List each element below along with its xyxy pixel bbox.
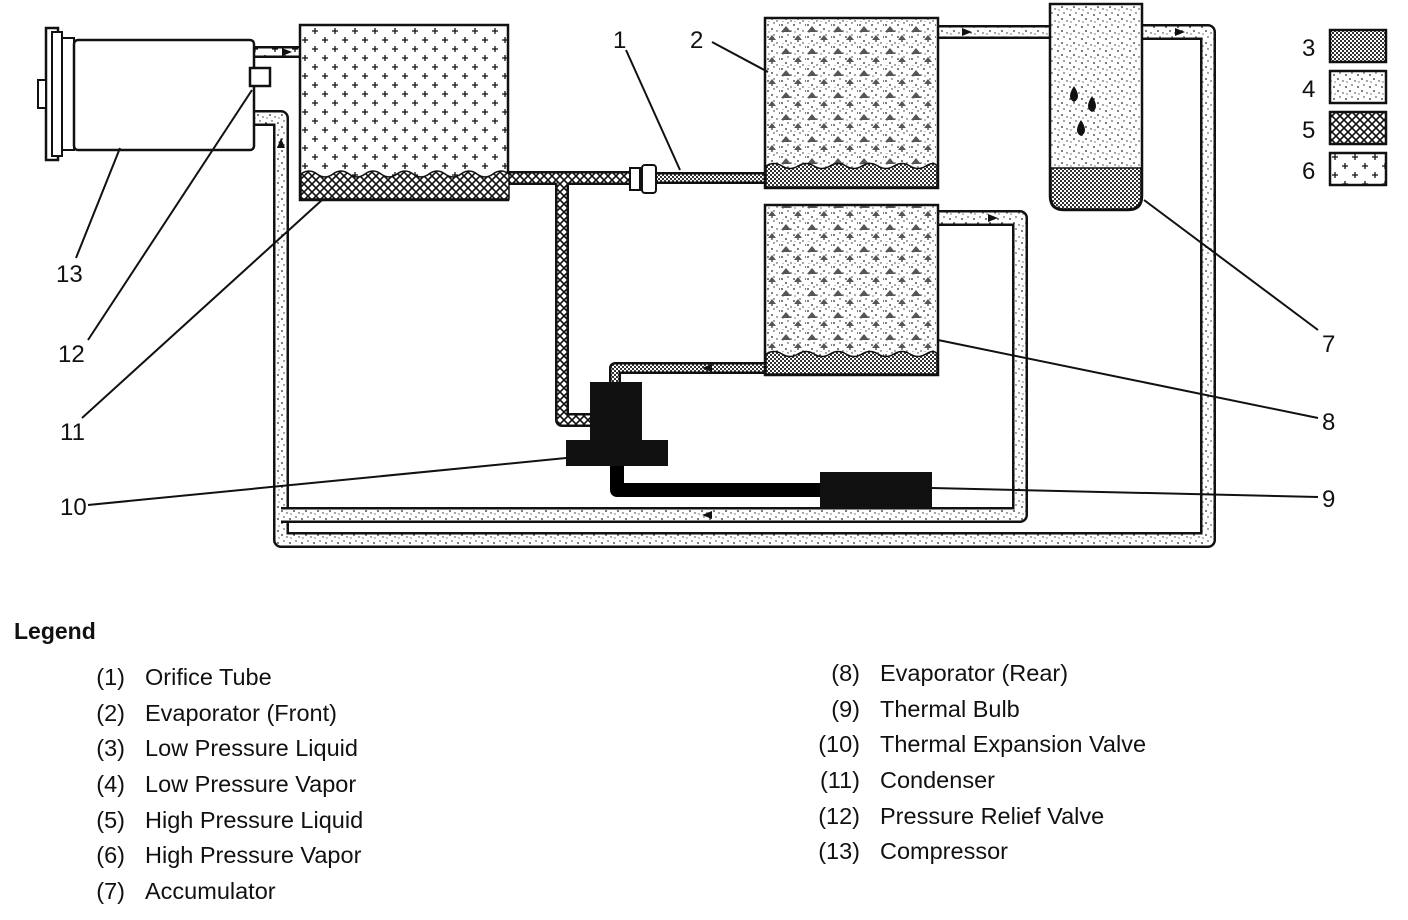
legend-item-label: Thermal Bulb xyxy=(880,695,1020,722)
legend-item-number: (8) xyxy=(831,660,860,686)
callout-3: 3 xyxy=(1302,35,1315,62)
legend-item: (10) Thermal Expansion Valve xyxy=(805,731,1146,767)
legend-item-label: Pressure Relief Valve xyxy=(880,802,1105,829)
legend-swatches xyxy=(1328,28,1388,187)
legend-item-number: (12) xyxy=(818,802,860,829)
callout-8: 8 xyxy=(1322,409,1335,436)
ac-system-diagram: 1 2 3 4 5 6 7 8 9 10 11 12 13 xyxy=(37,2,1388,548)
legend-left-column: (1) Orifice Tube (2) Evaporator (Front) (3… xyxy=(70,664,363,914)
flow-arrows xyxy=(277,28,1185,519)
legend-item-label: Low Pressure Liquid xyxy=(145,735,358,762)
legend-item: (3) Low Pressure Liquid xyxy=(70,735,363,771)
callout-1: 1 xyxy=(613,27,626,54)
callout-9: 9 xyxy=(1322,486,1335,513)
swatch-low-pressure-liquid xyxy=(1328,28,1388,64)
accumulator xyxy=(1048,2,1144,212)
callout-12: 12 xyxy=(58,341,85,368)
legend-item-number: (7) xyxy=(96,878,125,905)
legend-item-label: High Pressure Vapor xyxy=(145,842,362,869)
legend-item-label: Condenser xyxy=(880,767,995,794)
legend-item: (6) High Pressure Vapor xyxy=(70,842,363,878)
droplet-icon xyxy=(1070,86,1078,102)
swatch-high-pressure-liquid xyxy=(1328,110,1388,146)
compressor xyxy=(37,26,256,162)
legend-item: (12) Pressure Relief Valve xyxy=(805,803,1146,839)
legend-item: (8) Evaporator (Rear) xyxy=(805,660,1146,696)
legend-item-number: (3) xyxy=(96,735,125,762)
callout-labels: 1 2 3 4 5 6 7 8 9 10 11 12 13 xyxy=(56,27,1335,521)
legend-item-number: (9) xyxy=(831,695,860,722)
callout-2: 2 xyxy=(690,27,703,54)
legend-item: (13) Compressor xyxy=(805,838,1146,874)
legend-item-label: Evaporator (Front) xyxy=(145,699,337,726)
legend-item-number: (10) xyxy=(818,731,860,758)
legend-item: (9) Thermal Bulb xyxy=(805,696,1146,732)
legend-item-number: (5) xyxy=(96,806,125,833)
legend-item-label: High Pressure Liquid xyxy=(145,806,364,833)
legend-item-label: Evaporator (Rear) xyxy=(880,660,1069,686)
legend-item: (2) Evaporator (Front) xyxy=(70,700,363,736)
callout-7: 7 xyxy=(1322,331,1335,358)
legend-item-label: Orifice Tube xyxy=(145,664,272,690)
evaporator-front xyxy=(763,16,940,190)
legend-item-number: (4) xyxy=(96,771,125,798)
capillary-tube xyxy=(610,460,822,497)
swatch-high-pressure-vapor xyxy=(1328,151,1388,187)
callout-10: 10 xyxy=(60,494,87,521)
swatch-low-pressure-vapor xyxy=(1328,69,1388,105)
legend-right-column: (8) Evaporator (Rear) (9) Thermal Bulb (10… xyxy=(805,660,1146,874)
callout-13: 13 xyxy=(56,261,83,288)
legend-item-label: Low Pressure Vapor xyxy=(145,771,357,798)
legend-item-number: (6) xyxy=(96,842,125,869)
callout-11: 11 xyxy=(60,419,85,446)
legend-item-label: Compressor xyxy=(880,838,1008,865)
legend-item: (1) Orifice Tube xyxy=(70,664,363,700)
leader-lines xyxy=(75,41,1319,506)
legend-item: (4) Low Pressure Vapor xyxy=(70,771,363,807)
legend-item-label: Thermal Expansion Valve xyxy=(880,731,1147,758)
legend-item-number: (1) xyxy=(96,664,125,690)
legend-item: (11) Condenser xyxy=(805,767,1146,803)
legend-item: (5) High Pressure Liquid xyxy=(70,807,363,843)
thermal-bulb xyxy=(820,472,932,508)
condenser xyxy=(298,23,510,202)
thermal-expansion-valve xyxy=(566,382,668,466)
callout-5: 5 xyxy=(1302,117,1315,144)
legend-item-number: (11) xyxy=(819,767,860,794)
pressure-relief-valve xyxy=(248,66,272,88)
callout-6: 6 xyxy=(1302,158,1315,185)
evaporator-rear xyxy=(763,203,940,377)
legend-item: (7) Accumulator xyxy=(70,878,363,914)
legend-item-number: (13) xyxy=(818,838,860,865)
callout-4: 4 xyxy=(1302,76,1315,103)
legend-item-label: Accumulator xyxy=(145,878,276,905)
legend-title: Legend xyxy=(14,618,96,644)
orifice-tube xyxy=(629,164,657,194)
legend-item-number: (2) xyxy=(96,699,125,726)
